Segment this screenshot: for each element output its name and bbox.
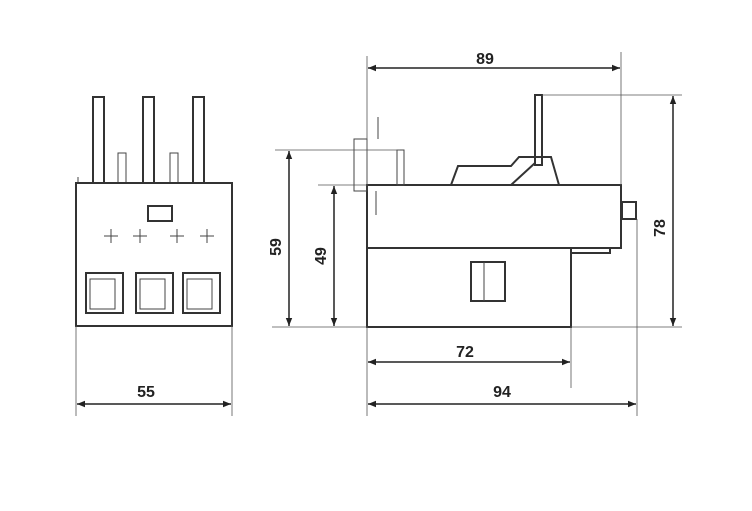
front-prong-middle xyxy=(142,96,155,184)
dim-label-59: 59 xyxy=(268,238,285,256)
front-view: 55 xyxy=(75,96,233,416)
dim-front-width: 55 xyxy=(75,326,233,416)
front-window xyxy=(147,205,173,222)
dim-label-89: 89 xyxy=(476,51,494,68)
dim-side-49: 49 xyxy=(313,184,367,326)
side-top-cover xyxy=(450,156,560,186)
dim-side-89: 89 xyxy=(366,51,622,185)
side-terminal-post xyxy=(353,138,368,192)
front-plus-signs xyxy=(104,229,214,243)
dim-side-72: 72 xyxy=(366,327,572,416)
side-knob xyxy=(621,201,637,220)
side-rod xyxy=(534,94,543,166)
dim-label-72: 72 xyxy=(456,344,474,361)
dim-label-49: 49 xyxy=(313,247,330,265)
front-pin-left xyxy=(117,152,127,184)
side-cover-diagonal xyxy=(510,162,536,186)
front-prong-left xyxy=(92,96,105,184)
dim-side-78: 78 xyxy=(542,94,682,328)
side-window xyxy=(470,261,506,302)
front-prong-right xyxy=(192,96,205,184)
dim-label-55: 55 xyxy=(137,384,155,401)
side-lower-body xyxy=(366,247,572,328)
dim-side-59: 59 xyxy=(268,149,400,328)
front-pin-right xyxy=(169,152,179,184)
dim-side-94: 94 xyxy=(368,219,638,416)
dim-label-94: 94 xyxy=(493,384,511,401)
dim-label-78: 78 xyxy=(652,219,669,237)
front-body xyxy=(75,182,233,327)
side-upper-body xyxy=(366,184,622,249)
side-terminal-pin xyxy=(396,149,405,186)
side-flange xyxy=(570,248,611,254)
side-view: 89 59 49 78 72 xyxy=(268,51,682,416)
front-terminals xyxy=(85,272,221,314)
